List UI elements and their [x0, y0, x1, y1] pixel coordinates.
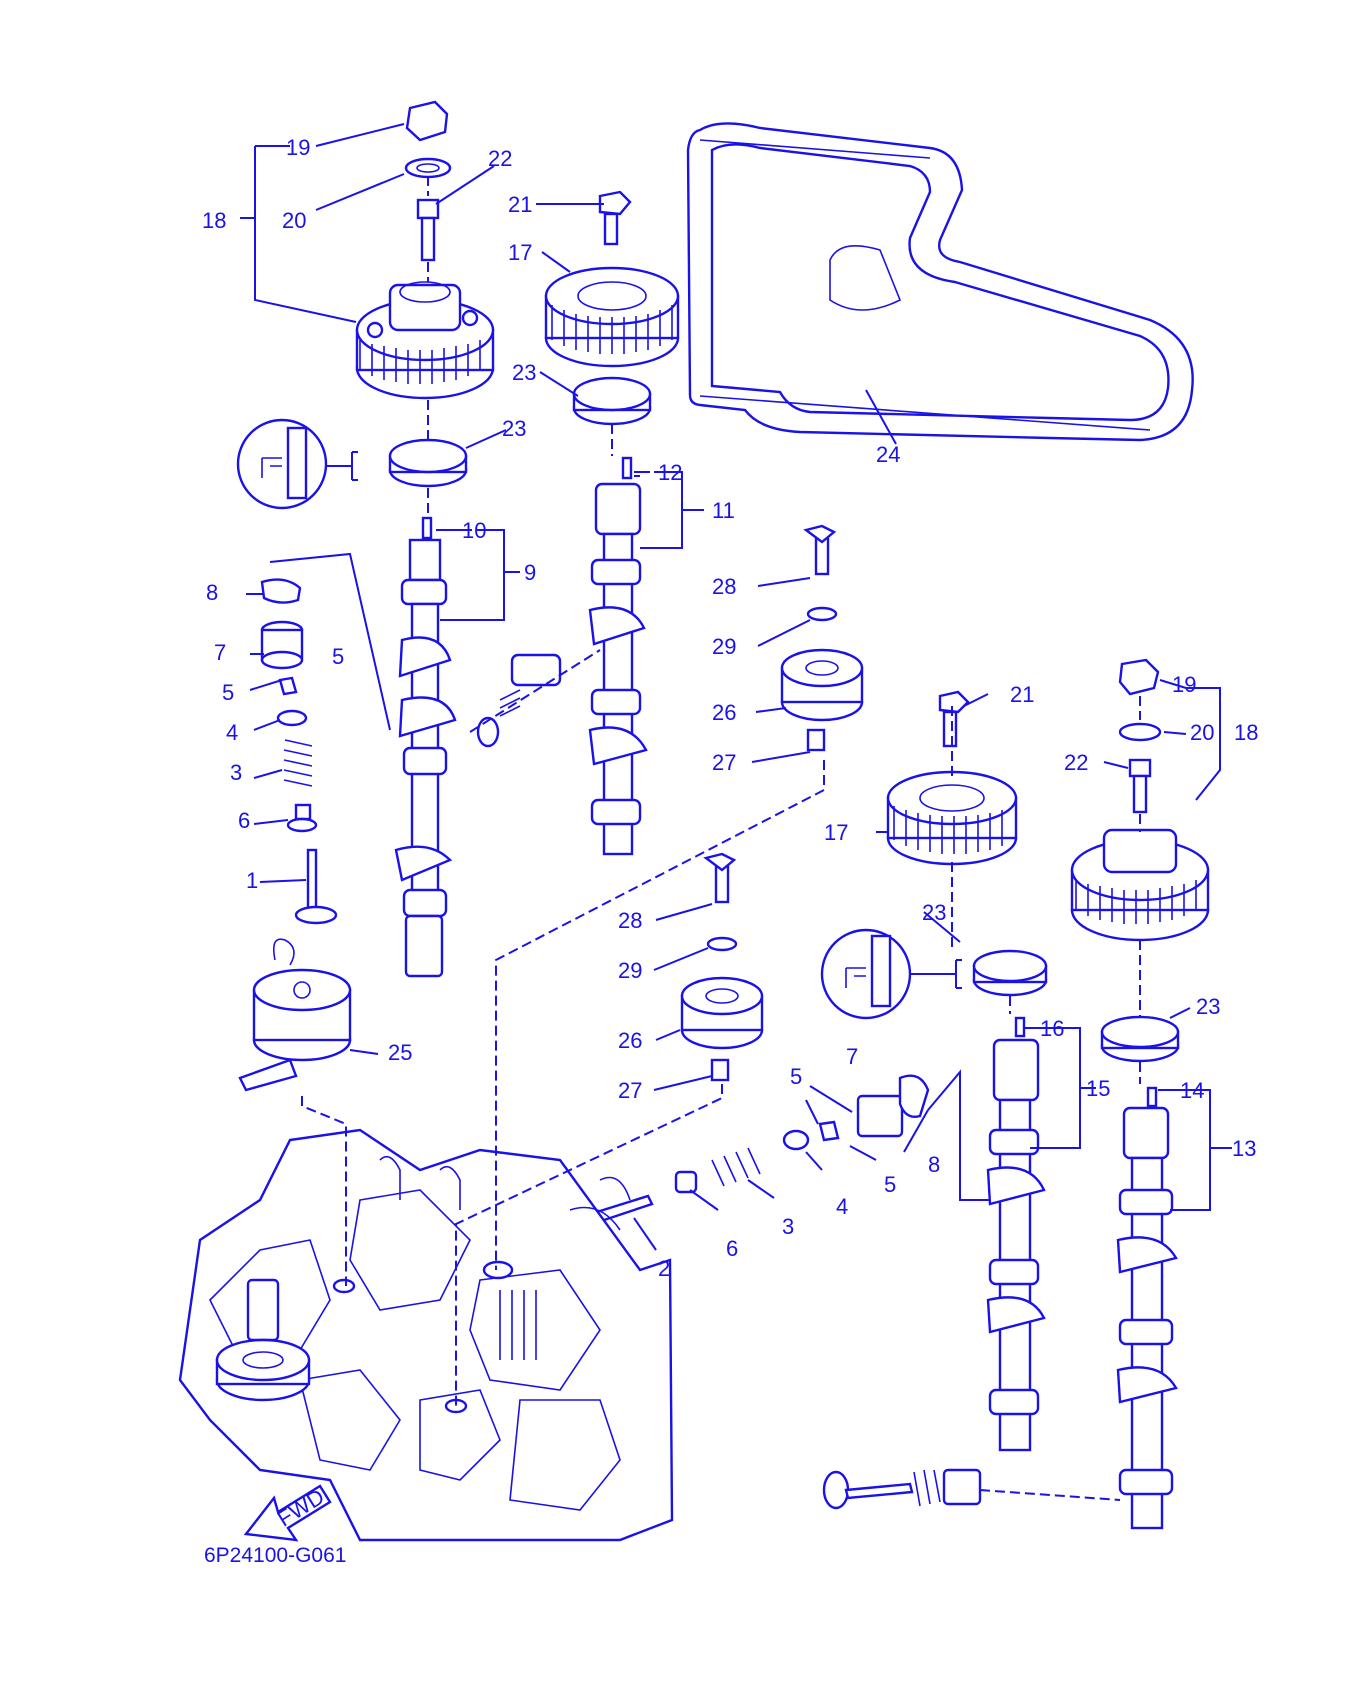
part-label: 24	[876, 442, 900, 467]
part-label: 5	[332, 644, 344, 669]
part-label: 22	[1064, 750, 1088, 775]
detail-callout-right	[820, 928, 962, 1020]
part-label: 20	[1190, 720, 1214, 745]
camshaft-center	[588, 456, 648, 856]
part-label: 6	[726, 1236, 738, 1261]
part-label: 11	[712, 498, 735, 523]
part-label: 7	[214, 640, 226, 665]
part-label: 27	[618, 1078, 642, 1103]
part-label: 26	[712, 700, 736, 725]
part-label: 9	[524, 560, 536, 585]
part-label: 28	[618, 908, 642, 933]
detail-callout-left	[236, 418, 358, 510]
part-label: 5	[790, 1064, 802, 1089]
part-label: 29	[618, 958, 642, 983]
part-label: 28	[712, 574, 736, 599]
part-label: 29	[712, 634, 736, 659]
part-label: 6	[238, 808, 250, 833]
cam-pulley-assembly-left	[355, 100, 495, 400]
part-label: 7	[846, 1044, 858, 1069]
part-label: 17	[508, 240, 532, 265]
camshaft-right-a	[972, 949, 1048, 1452]
part-label: 3	[782, 1214, 794, 1239]
part-label: 19	[1172, 672, 1196, 697]
timing-belt	[686, 122, 1194, 442]
part-label: 21	[508, 192, 532, 217]
part-label: 4	[226, 720, 238, 745]
cylinder-head-block	[178, 1128, 674, 1542]
valve-train-left	[260, 578, 562, 925]
belt-tensioner	[238, 938, 352, 1092]
diagram-code: 6P24100-G061	[204, 1544, 346, 1567]
part-label: 8	[928, 1152, 940, 1177]
part-label: 19	[286, 135, 310, 160]
leader-lines	[240, 123, 1232, 1501]
part-label: 3	[230, 760, 242, 785]
part-label: 20	[282, 208, 306, 233]
part-label: 26	[618, 1028, 642, 1053]
part-label: 2	[658, 1256, 670, 1281]
camshaft-left	[388, 438, 468, 978]
part-label: 5	[222, 680, 234, 705]
cam-pulley-center	[544, 190, 680, 426]
part-label: 14	[1180, 1078, 1204, 1103]
part-label: 17	[824, 820, 848, 845]
part-label: 18	[202, 208, 226, 233]
idler-pulley-lower	[680, 852, 764, 1082]
part-label: 1	[246, 868, 258, 893]
part-label: 8	[206, 580, 218, 605]
fwd-arrow-icon: FWD	[243, 1484, 332, 1542]
part-label: 5	[884, 1172, 896, 1197]
camshaft-right-b	[1100, 1015, 1180, 1530]
part-label: 23	[512, 360, 536, 385]
part-label: 16	[1040, 1016, 1064, 1041]
part-labels: 19 22 18 20 21 17 23 23 24 12 11 10 9 8 …	[202, 135, 1258, 1281]
part-label: 25	[388, 1040, 412, 1065]
part-label: 21	[1010, 682, 1034, 707]
cam-pulley-right-small	[886, 690, 1018, 866]
part-label: 13	[1232, 1136, 1256, 1161]
part-label: 23	[1196, 994, 1220, 1019]
part-label: 27	[712, 750, 736, 775]
cam-pulley-assembly-right	[1070, 658, 1210, 942]
part-label: 10	[462, 518, 486, 543]
part-label: 23	[922, 900, 946, 925]
part-label: 12	[658, 460, 682, 485]
idler-pulley-upper	[780, 524, 864, 752]
part-label: 15	[1086, 1076, 1110, 1101]
part-label: 4	[836, 1194, 848, 1219]
part-label: 22	[488, 146, 512, 171]
part-label: 18	[1234, 720, 1258, 745]
part-label: 23	[502, 416, 526, 441]
